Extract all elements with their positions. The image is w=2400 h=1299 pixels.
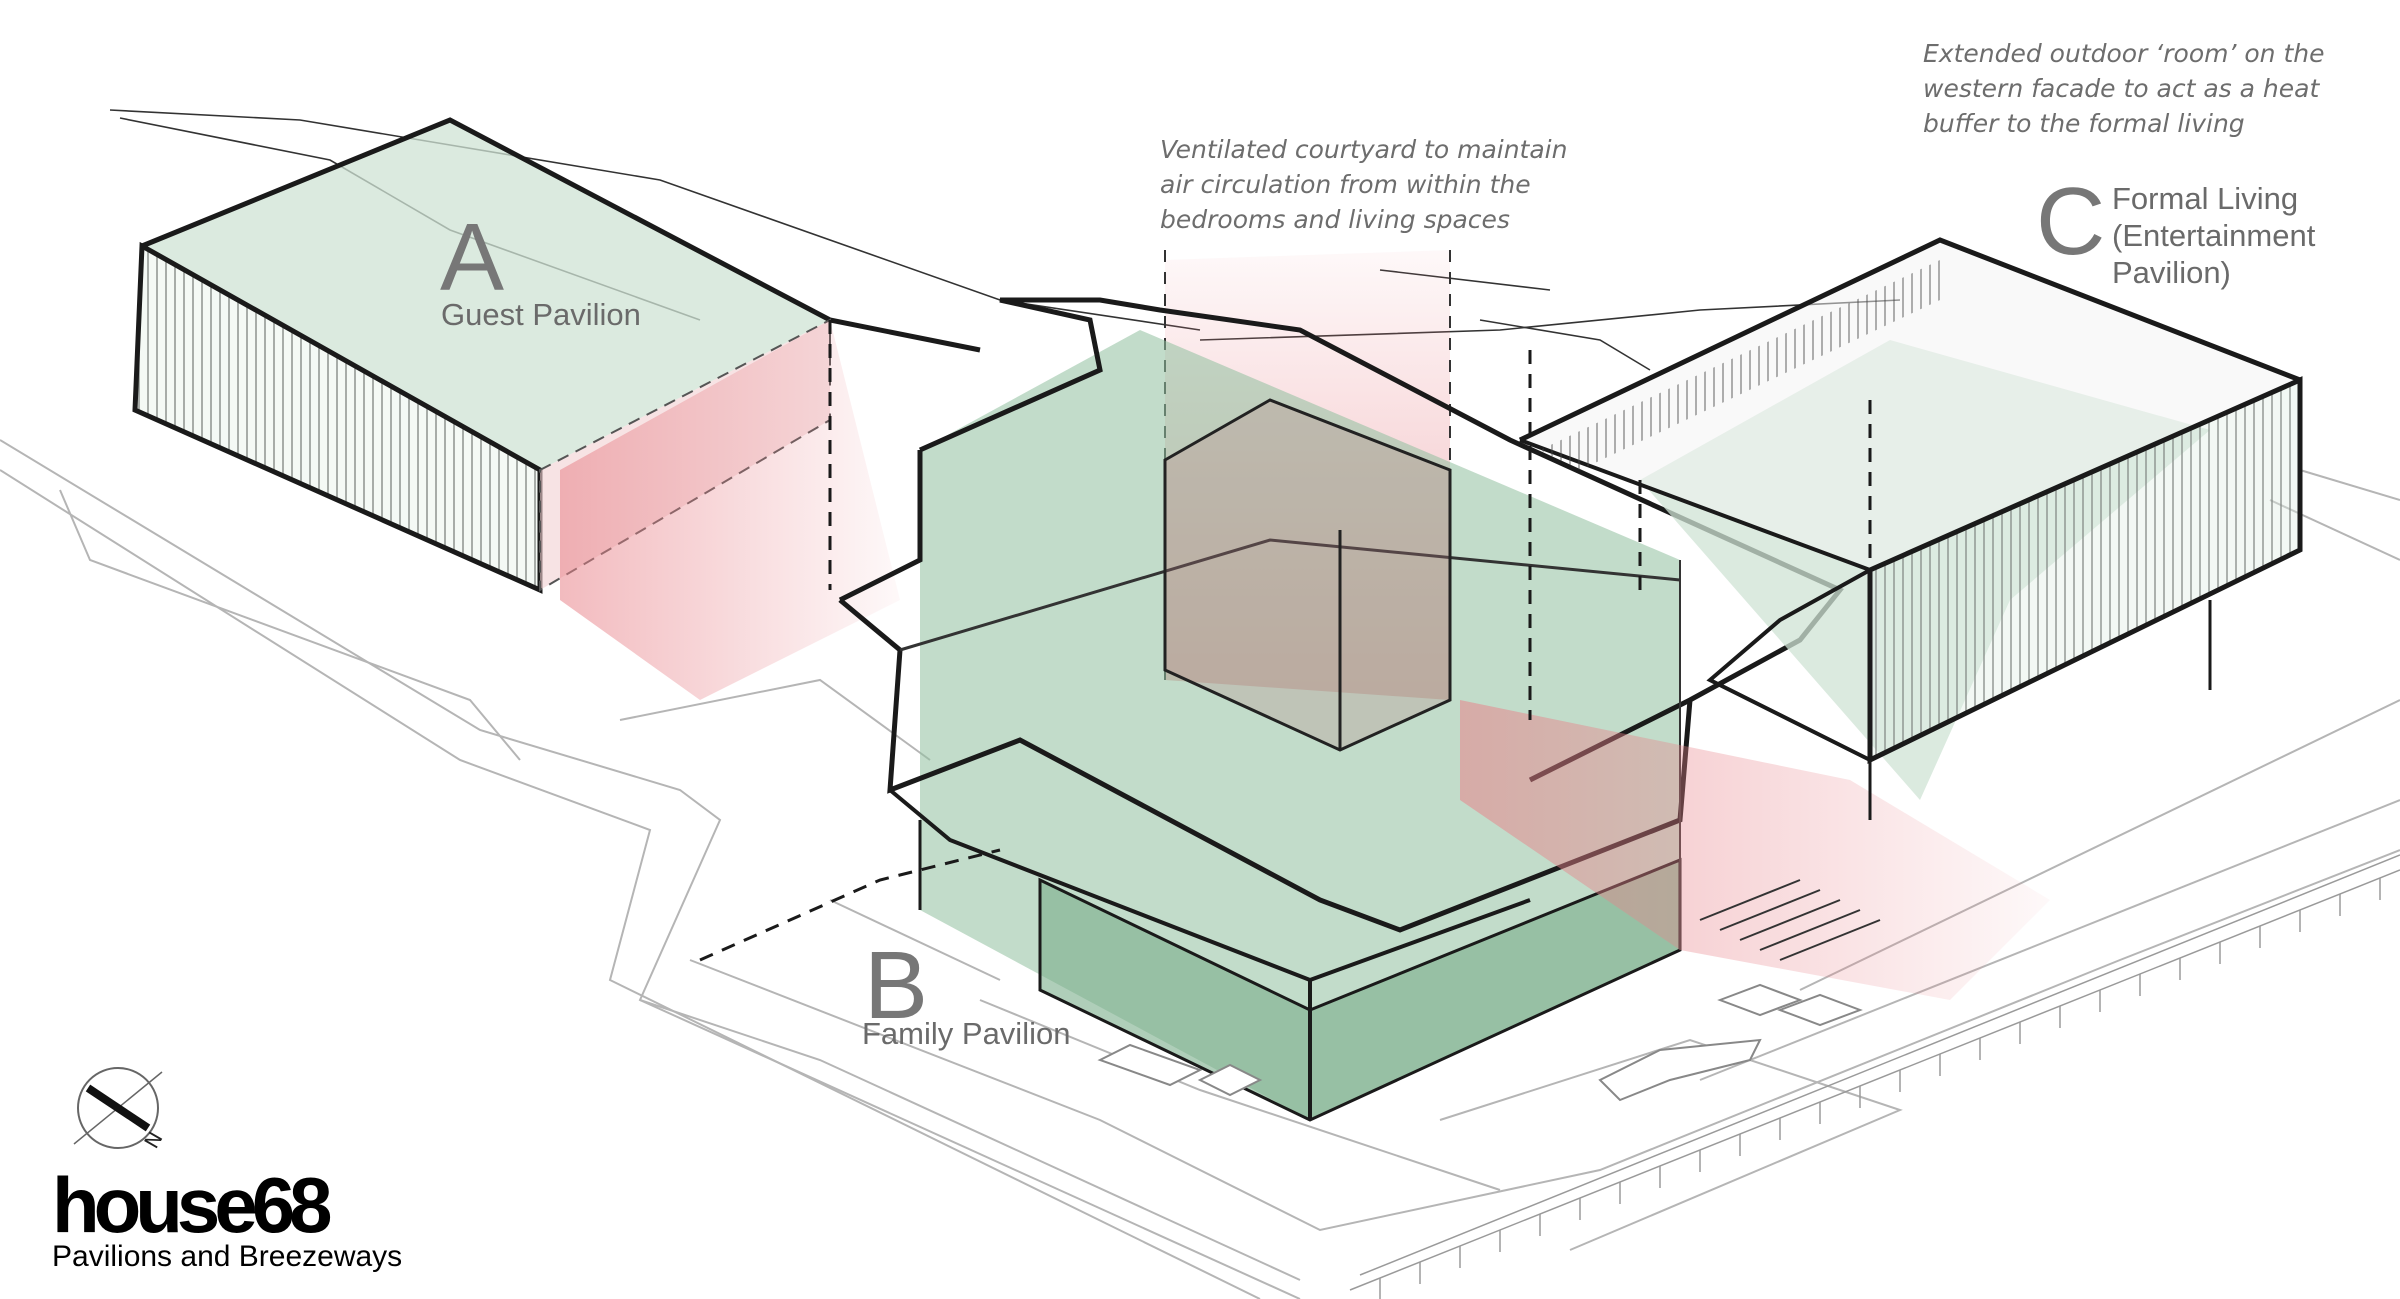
family-pavilion-b (838, 297, 1844, 1122)
breezeway-bc (1460, 700, 2050, 1000)
pavilion-b-label: Family Pavilion (862, 1016, 1071, 1051)
pavilion-c-letter: C (2036, 168, 2106, 275)
courtyard-note: Ventilated courtyard to maintain air cir… (1160, 135, 1568, 234)
formal-living-pavilion-c (1518, 237, 2303, 820)
pavilion-a-letter: A (440, 204, 505, 311)
terrace-furniture (1097, 983, 1863, 1102)
pavilion-b-letter: B (864, 932, 929, 1039)
pavilion-c-label: Formal Living (Entertainment Pavilion) (2112, 181, 2316, 290)
perimeter-railing (1349, 854, 2400, 1291)
outdoor-room-note: Extended outdoor ‘room’ on the western f… (1923, 39, 2325, 138)
pavilion-a-label: Guest Pavilion (441, 297, 641, 332)
railing-posts (1379, 878, 2381, 1299)
dashed-structure-lines (699, 320, 1872, 962)
north-arrow-icon (73, 1067, 163, 1149)
site-ground-lines (0, 439, 2400, 1299)
entry-stairs (1699, 879, 1881, 961)
logo-title: house68 (52, 1161, 332, 1249)
breezeway-ab (560, 320, 900, 700)
logo-subtitle: Pavilions and Breezeways (52, 1240, 403, 1273)
